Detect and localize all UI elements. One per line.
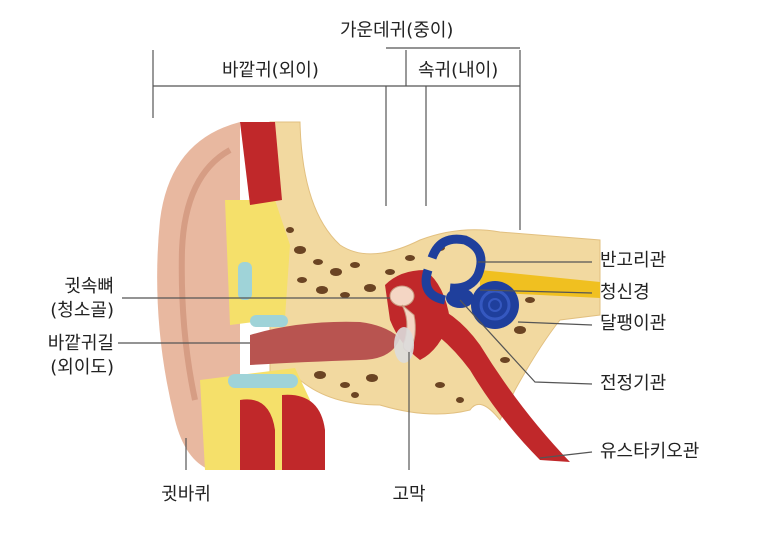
section-brackets <box>152 47 521 230</box>
ossicles-label-1: 귓속뼈 <box>64 276 114 297</box>
auricle-label: 귓바퀴 <box>161 484 211 505</box>
fluid-pockets <box>228 262 298 388</box>
eustachian-tube-shape <box>410 300 570 462</box>
vestibule-label: 전정기관 <box>600 373 667 394</box>
middle-ear-label: 가운데귀(중이) <box>340 20 454 41</box>
semicircular-canals-label: 반고리관 <box>600 250 667 271</box>
ear-canal-label-1: 바깥귀길 <box>47 333 114 354</box>
ear-canal-shape <box>250 321 400 365</box>
eardrum-shape <box>394 327 414 363</box>
flesh-tissue <box>240 122 325 470</box>
outer-ear-label: 바깥귀(외이) <box>222 60 319 81</box>
ossicles-label-2: (청소골) <box>50 300 114 321</box>
cartilage-shape <box>225 200 290 325</box>
ear-canal-label-2: (외이도) <box>50 357 114 378</box>
cochlea-label: 달팽이관 <box>600 313 667 334</box>
auditory-nerve-label: 청신경 <box>600 282 650 303</box>
eustachian-tube-label: 유스타키오관 <box>600 441 700 462</box>
inner-ear-organ <box>421 234 519 329</box>
eardrum-label: 고막 <box>392 484 426 505</box>
bone-texture <box>286 227 535 403</box>
leader-lines <box>118 261 593 470</box>
inner-ear-label: 속귀(내이) <box>418 60 499 81</box>
